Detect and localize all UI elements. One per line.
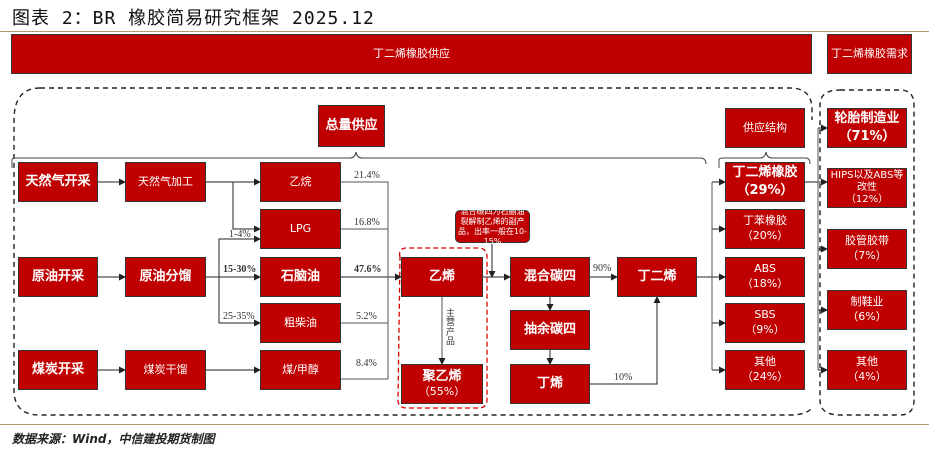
downstream-pct: （20%） xyxy=(741,229,789,242)
mixed-c4-box: 混合碳四 xyxy=(510,257,590,297)
total-supply-box: 总量供应 xyxy=(318,105,385,147)
figure-title: 图表 2：BR 橡胶简易研究框架 2025.12 xyxy=(12,8,375,29)
lpg-pct: 16.8% xyxy=(354,217,380,228)
downstream-sbr-box: 丁苯橡胶（20%） xyxy=(725,209,805,249)
downstream-abs-box: ABS（18%） xyxy=(725,257,805,297)
gas-mining-box: 天然气开采 xyxy=(18,162,98,202)
oil-mining-label: 原油开采 xyxy=(31,269,84,285)
divider xyxy=(0,31,929,32)
naphtha-pct: 47.6% xyxy=(354,264,382,275)
demand-banner-label: 丁二烯橡胶需求 xyxy=(831,46,908,60)
demand-pct: （71%） xyxy=(838,129,896,144)
oil-distill-box: 原油分馏 xyxy=(125,257,206,297)
supply-banner-label: 丁二烯橡胶供应 xyxy=(373,46,450,60)
coal-dry-label: 煤炭干馏 xyxy=(143,362,188,376)
demand-pct: （7%） xyxy=(847,249,887,262)
demand-hose-box: 胶管胶带（7%） xyxy=(827,229,907,269)
gasoil-yield: 25-35% xyxy=(223,311,255,322)
demand-shoe-box: 制鞋业（6%） xyxy=(827,290,907,330)
ethylene-box: 乙烯 xyxy=(401,257,483,297)
pe-label: 聚乙烯 xyxy=(422,368,462,384)
pe-pct: （55%） xyxy=(418,385,466,399)
downstream-name: 丁二烯橡胶 xyxy=(732,165,798,181)
pct-90: 90% xyxy=(593,263,612,274)
demand-name: 制鞋业 xyxy=(850,295,884,309)
downstream-pct: （18%） xyxy=(741,277,789,290)
naphtha-label: 石脑油 xyxy=(280,269,320,285)
coal-mining-box: 煤炭开采 xyxy=(18,350,98,390)
demand-name: 胶管胶带 xyxy=(845,234,889,248)
mixed-c4-label: 混合碳四 xyxy=(523,269,576,285)
oil-mining-box: 原油开采 xyxy=(18,257,98,297)
supply-structure-label: 供应结构 xyxy=(743,120,787,134)
demand-pct: （6%） xyxy=(847,310,887,323)
gasoil-pct: 5.2% xyxy=(356,311,377,322)
downstream-name: ABS xyxy=(754,262,776,276)
downstream-pct: （29%） xyxy=(736,183,794,198)
pct-10: 10% xyxy=(614,372,633,383)
c4-callout-text: 混合碳四为石脑油裂解制乙烯的副产品，出率一般在10-15% xyxy=(457,206,528,246)
demand-pct: （4%） xyxy=(847,370,887,383)
downstream-br-box: 丁二烯橡胶 （29%） xyxy=(725,162,805,202)
ethane-label: 乙烷 xyxy=(289,174,312,188)
pe-box: 聚乙烯（55%） xyxy=(401,364,483,404)
downstream-name: SBS xyxy=(754,308,776,322)
ethylene-label: 乙烯 xyxy=(428,269,455,285)
demand-pct: （12%） xyxy=(845,194,889,205)
supply-structure-box: 供应结构 xyxy=(725,108,805,148)
butene-label: 丁烯 xyxy=(536,376,563,392)
butadiene-box: 丁二烯 xyxy=(617,257,697,297)
c4-callout: 混合碳四为石脑油裂解制乙烯的副产品，出率一般在10-15% xyxy=(455,207,530,246)
coal-pct: 8.4% xyxy=(356,358,377,369)
demand-name: 轮胎制造业 xyxy=(834,111,900,127)
downstream-other-box: 其他（24%） xyxy=(725,350,805,390)
naphtha-yield: 15-30% xyxy=(223,264,257,275)
coal-mining-label: 煤炭开采 xyxy=(31,362,84,378)
coal-methanol-label: 煤/甲醇 xyxy=(282,362,319,376)
oil-distill-label: 原油分馏 xyxy=(139,269,192,285)
gas-processing-label: 天然气加工 xyxy=(138,174,193,188)
lpg-label: LPG xyxy=(289,221,312,235)
downstream-name: 丁苯橡胶 xyxy=(743,214,787,228)
downstream-sbs-box: SBS（9%） xyxy=(725,303,805,343)
gas-mining-label: 天然气开采 xyxy=(25,174,91,190)
ethane-pct: 21.4% xyxy=(354,170,380,181)
naphtha-box: 石脑油 xyxy=(260,257,341,297)
main-product-label: 主营产品 xyxy=(446,309,456,348)
demand-banner: 丁二烯橡胶需求 xyxy=(827,34,912,74)
demand-name: HIPS以及ABS等改性 xyxy=(830,170,904,193)
gas-processing-box: 天然气加工 xyxy=(125,162,206,202)
coal-methanol-box: 煤/甲醇 xyxy=(260,350,341,390)
gasoil-label: 粗柴油 xyxy=(284,315,317,329)
footer-divider xyxy=(0,424,929,425)
raffinate-c4-box: 抽余碳四 xyxy=(510,310,590,350)
raffinate-c4-label: 抽余碳四 xyxy=(523,322,576,338)
coal-dry-box: 煤炭干馏 xyxy=(125,350,206,390)
butene-box: 丁烯 xyxy=(510,364,590,404)
gasoil-box: 粗柴油 xyxy=(260,303,341,343)
lpg-yield: 1-4% xyxy=(229,229,251,240)
supply-banner: 丁二烯橡胶供应 xyxy=(11,34,812,74)
ethane-box: 乙烷 xyxy=(260,162,341,202)
downstream-pct: （24%） xyxy=(741,370,789,383)
source-note: 数据来源：Wind，中信建投期货制图 xyxy=(12,432,215,446)
downstream-name: 其他 xyxy=(754,355,776,369)
lpg-box: LPG xyxy=(260,209,341,249)
total-supply-label: 总量供应 xyxy=(325,118,378,134)
demand-tire-box: 轮胎制造业 （71%） xyxy=(827,108,907,148)
demand-hips-box: HIPS以及ABS等改性（12%） xyxy=(827,168,907,208)
downstream-pct: （9%） xyxy=(745,323,785,336)
demand-name: 其他 xyxy=(856,355,878,369)
demand-other-box: 其他（4%） xyxy=(827,350,907,390)
butadiene-label: 丁二烯 xyxy=(637,269,677,285)
